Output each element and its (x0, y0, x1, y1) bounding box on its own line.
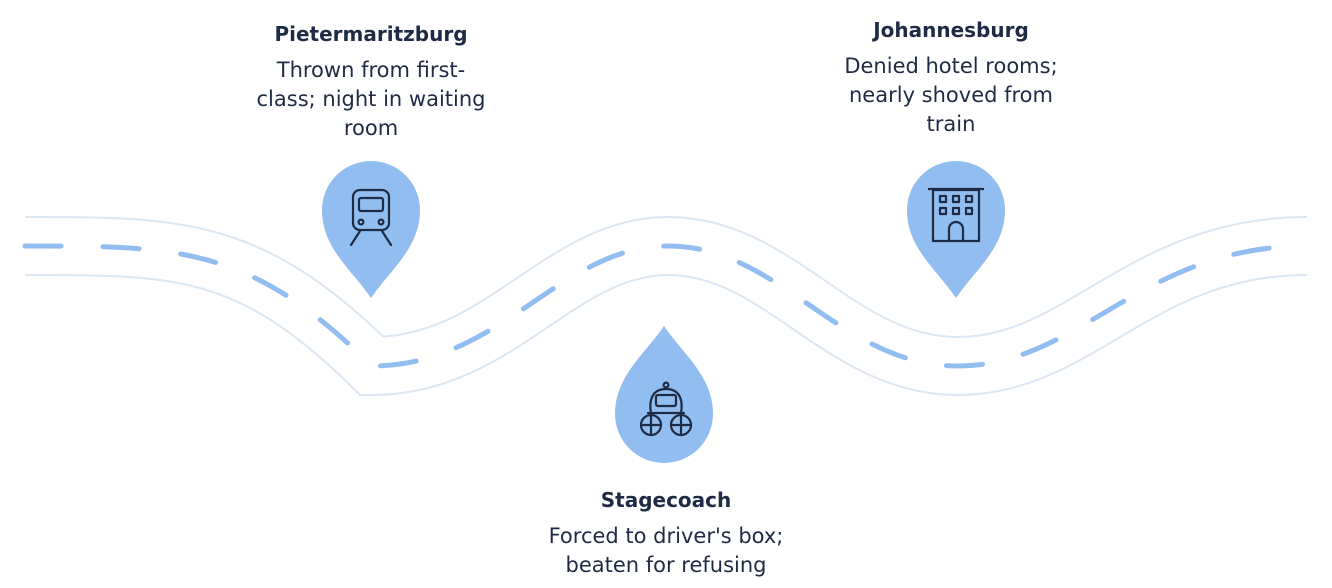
stop-title: Stagecoach (600, 488, 732, 512)
stop-description: Forced to driver's box; beaten for refus… (548, 524, 784, 577)
train-icon (349, 188, 393, 247)
stop-label-pietermaritzburg: Pietermaritzburg Thrown from first-class… (256, 22, 486, 143)
road-centerline (22, 243, 1310, 369)
stagecoach-icon (639, 381, 693, 437)
pin-pietermaritzburg (322, 161, 420, 298)
stop-label-stagecoach: Stagecoach Forced to driver's box; beate… (530, 488, 802, 580)
stop-title: Pietermaritzburg (274, 22, 468, 46)
pin-shape (907, 161, 1005, 298)
pin-johannesburg (907, 161, 1005, 298)
stop-label-johannesburg: Johannesburg Denied hotel rooms; nearly … (826, 18, 1076, 139)
pin-stagecoach (615, 326, 713, 463)
hotel-icon (928, 187, 984, 243)
stop-description: Thrown from first-class; night in waitin… (256, 58, 486, 140)
stop-title: Johannesburg (873, 18, 1029, 42)
road (22, 215, 1310, 397)
stop-description: Denied hotel rooms; nearly shoved from t… (844, 54, 1058, 136)
